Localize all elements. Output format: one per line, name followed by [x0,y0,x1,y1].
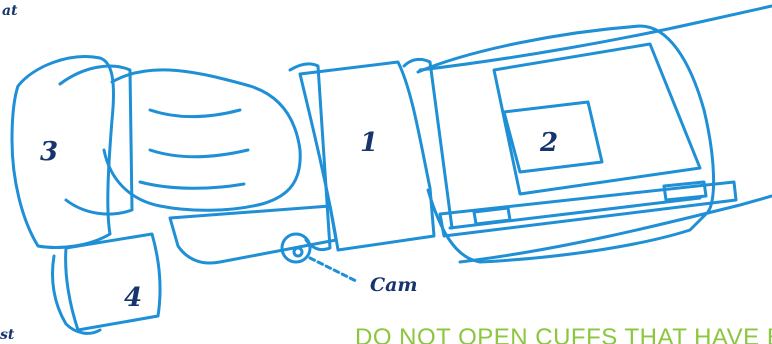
palm-bar [60,66,132,214]
label-four: 4 [124,283,142,313]
warning-text: DO NOT OPEN CUFFS THAT HAVE BE [355,324,772,344]
finger-lines [140,110,248,188]
middle-cuff-rim [290,64,330,250]
bottom-left-text-fragment: st [0,327,15,343]
middle-cuff-back-rim [404,59,452,228]
cam-pivot-center [294,248,302,256]
rail-slider-left [474,208,510,224]
top-left-text-fragment: at [2,3,18,19]
splint-frame [170,206,336,263]
cam-leader-line [310,258,358,282]
label-three: 3 [40,137,58,167]
label-one: 1 [360,128,378,158]
label-two: 2 [539,128,558,158]
strap-four [66,234,160,330]
strap-three [12,57,114,248]
label-cam: Cam [370,274,418,296]
